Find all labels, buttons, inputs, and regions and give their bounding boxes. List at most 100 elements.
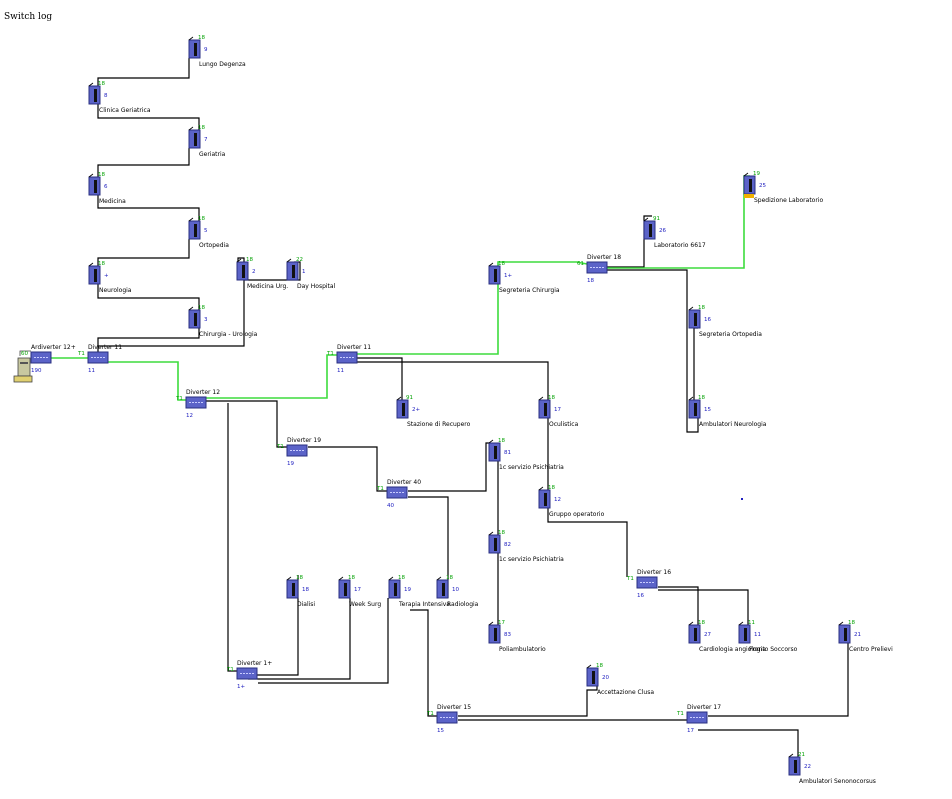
device-number: 12 [554, 497, 561, 503]
network-link [658, 589, 749, 625]
network-link [97, 284, 200, 310]
switch-number: 15 [437, 728, 444, 734]
device-number: 19 [404, 587, 411, 593]
device-port: 91 [406, 395, 413, 401]
switch-label: Diverter 11 [88, 344, 122, 351]
device-number: 10 [452, 587, 459, 593]
device-port: 22 [296, 257, 303, 263]
device-number: 25 [759, 183, 766, 189]
switch-d14[interactable]: Diverter 1+T11+ [226, 660, 272, 690]
device-port: 18 [848, 620, 855, 626]
network-link [97, 195, 200, 221]
network-link [248, 575, 299, 676]
switch-port: T1 [175, 396, 183, 402]
switch-port: T1 [626, 576, 634, 582]
switch-number: 18 [587, 278, 594, 284]
switch-port: T1 [676, 711, 684, 717]
network-link [607, 269, 699, 433]
device-label: Medicina Urg. [247, 283, 288, 290]
device-label: 1c servizio Psichiatria [499, 464, 564, 471]
device-label: Ambulatori Senonocorsus [799, 778, 876, 785]
page-title: Switch log [4, 12, 53, 22]
device-label: Cardiologia angiologia [699, 646, 766, 653]
device-n24[interactable]: 912+Stazione di Recupero [396, 395, 471, 428]
switch-number: 19 [287, 461, 294, 467]
device-number: 83 [504, 632, 511, 638]
network-link-active [497, 261, 588, 266]
device-number: 17 [554, 407, 561, 413]
device-number: 5 [204, 228, 208, 234]
device-label: Medicina [99, 198, 126, 205]
server-icon[interactable] [13, 350, 33, 383]
device-label: Gruppo operatorio [549, 511, 605, 518]
device-number: 3 [204, 317, 208, 323]
switch-label: Diverter 1+ [237, 660, 272, 667]
switch-label: Diverter 17 [687, 704, 721, 711]
device-label: Week Surg [349, 601, 381, 608]
device-port: 18 [98, 81, 105, 87]
switch-port: 60 [21, 351, 28, 357]
device-n14[interactable]: 181+Segreteria Chirurgia [488, 261, 560, 294]
device-port: 17 [498, 620, 505, 626]
device-label: Terapia Intensiva [398, 601, 450, 608]
device-n4[interactable]: 18+Neurologia [88, 261, 132, 294]
device-port: 18 [398, 575, 405, 581]
device-port: 18 [198, 216, 205, 222]
device-number: 18 [302, 587, 309, 593]
switch-label: Diverter 19 [287, 437, 321, 444]
device-number: 9 [204, 47, 208, 53]
alert-tag [744, 194, 754, 198]
device-port: 18 [98, 261, 105, 267]
device-label: Laboratorio 6617 [654, 242, 706, 249]
device-number: 82 [504, 542, 511, 548]
network-link [693, 327, 698, 400]
device-label: Spedizione Laboratorio [754, 197, 823, 204]
device-number: 17 [354, 587, 361, 593]
network-link [97, 239, 190, 266]
device-port: 18 [596, 663, 603, 669]
device-port: 18 [548, 485, 555, 491]
device-label: Dialisi [297, 601, 315, 608]
switch-number: 11 [337, 368, 344, 374]
device-port: 18 [348, 575, 355, 581]
switch-port: T1 [276, 444, 284, 450]
switch-label: Diverter 11 [337, 344, 371, 351]
network-link [97, 148, 190, 177]
